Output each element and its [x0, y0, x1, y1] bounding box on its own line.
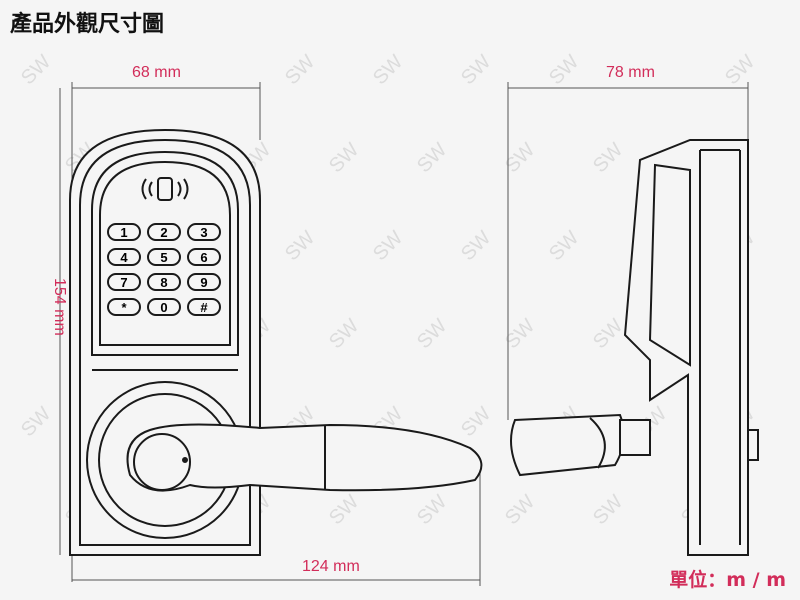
keypad-key: [187, 248, 221, 266]
handle-length-label: 124 mm: [302, 558, 360, 575]
depth-label: 78 mm: [606, 64, 655, 81]
keypad-key-label: #: [200, 300, 208, 315]
width-label: 68 mm: [132, 64, 181, 81]
keypad-key: [147, 248, 181, 266]
keypad-key: [187, 273, 221, 291]
keypad-key: [107, 298, 141, 316]
side-view: [510, 139, 759, 556]
keypad-key-label: *: [121, 300, 127, 315]
nfc-icon: [141, 177, 189, 201]
keypad-key: [107, 223, 141, 241]
keypad: 1 2 3 4 5 6 7 8 9 * 0 #: [107, 223, 221, 316]
keypad-key-label: 3: [200, 225, 207, 240]
keypad-key-label: 7: [120, 275, 127, 290]
keypad-key-label: 6: [200, 250, 207, 265]
keypad-key-label: 0: [160, 300, 167, 315]
keypad-key: [147, 273, 181, 291]
keypad-key-label: 8: [160, 275, 167, 290]
unit-label: 單位：m / m: [669, 569, 786, 591]
keypad-key: [147, 298, 181, 316]
keypad-key: [147, 223, 181, 241]
height-label: 154 mm: [51, 278, 68, 336]
keypad-key: [107, 248, 141, 266]
page-title: 產品外觀尺寸圖: [10, 12, 165, 37]
keypad-key-label: 1: [120, 225, 127, 240]
keypad-key-label: 9: [200, 275, 207, 290]
keypad-key-label: 2: [160, 225, 167, 240]
keypad-key: [187, 223, 221, 241]
front-view: [69, 128, 483, 556]
keypad-key-label: 4: [120, 250, 128, 265]
keypad-key: [107, 273, 141, 291]
keypad-key: [187, 298, 221, 316]
keypad-key-label: 5: [160, 250, 167, 265]
